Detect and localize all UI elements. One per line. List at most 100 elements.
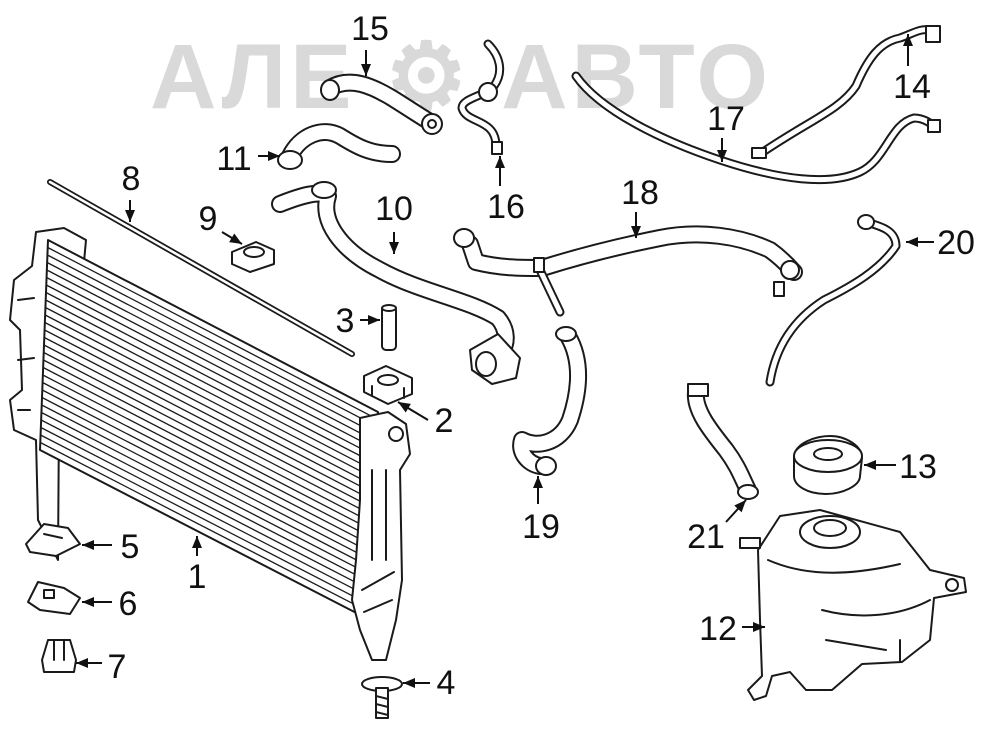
callout-17-number: 17: [707, 100, 745, 138]
radiator-fin: [43, 359, 374, 532]
callout-19-number: 19: [522, 508, 560, 546]
callout-13: 13: [864, 448, 937, 486]
part-16-hose: [457, 39, 505, 155]
part-4-screw: [361, 676, 403, 719]
callout-8-number: 8: [122, 160, 141, 198]
callout-17-arrowhead: [717, 150, 727, 162]
callout-11-arrowhead: [268, 151, 280, 161]
callout-1-number: 1: [188, 558, 207, 596]
radiator-fin: [43, 351, 375, 525]
callout-10-arrowhead: [389, 242, 399, 254]
callout-6-number: 6: [119, 585, 138, 623]
callout-4-arrowhead: [403, 678, 415, 688]
callout-11: 11: [216, 140, 280, 178]
part-14-vent-line: [751, 25, 941, 159]
callout-18-arrowhead: [631, 226, 641, 238]
part-7-bracket-clip: [41, 639, 77, 673]
callout-7: 7: [76, 648, 126, 686]
part-9-rubber-mount: [231, 241, 275, 273]
radiator-fins: [39, 246, 379, 614]
callout-18-number: 18: [621, 174, 659, 212]
callout-14: 14: [893, 34, 931, 106]
callout-12: 12: [699, 610, 765, 648]
callout-20: 20: [906, 224, 975, 262]
callout-10: 10: [375, 190, 413, 254]
radiator-fin: [41, 411, 372, 584]
callout-16-number: 16: [487, 188, 525, 226]
callout-8-arrowhead: [125, 210, 135, 222]
radiator-fin: [41, 404, 373, 577]
part-8-rubber-strip: [47, 179, 355, 357]
radiator-fin: [41, 389, 373, 562]
part-3-pin: [381, 304, 397, 351]
part-13-cap: [793, 435, 863, 495]
callout-5: 5: [82, 528, 139, 566]
callout-9: 9: [199, 200, 243, 245]
callout-2: 2: [397, 401, 454, 440]
callout-3: 3: [336, 302, 380, 340]
radiator-fin: [45, 306, 376, 480]
callout-19: 19: [522, 476, 560, 546]
part-19-hose: [512, 326, 587, 476]
callout-18: 18: [621, 174, 659, 238]
radiator-fin: [46, 269, 378, 443]
radiator-fin: [40, 419, 372, 591]
callout-11-number: 11: [216, 140, 251, 178]
part-6-clip: [27, 581, 81, 615]
radiator-fin: [46, 276, 377, 450]
callout-2-number: 2: [435, 402, 454, 440]
callout-9-arrowhead: [229, 233, 242, 244]
callout-7-arrowhead: [76, 658, 88, 668]
callout-7-number: 7: [108, 648, 127, 686]
callout-3-arrowhead: [368, 315, 380, 325]
radiator-fin: [42, 366, 374, 539]
radiator-fin: [40, 426, 372, 599]
part-20-pipe: [765, 214, 901, 387]
part-5-clip-plate: [25, 523, 81, 557]
callout-14-number: 14: [893, 68, 931, 106]
callout-12-arrowhead: [753, 622, 765, 632]
callout-13-arrowhead: [864, 460, 876, 470]
callout-6-arrowhead: [82, 597, 94, 607]
callout-16-arrowhead: [495, 156, 505, 168]
part-18-hose: [453, 225, 803, 317]
callout-1-arrowhead: [192, 536, 202, 548]
radiator-fin: [45, 284, 377, 458]
callout-17: 17: [707, 100, 745, 162]
callout-9-number: 9: [199, 200, 218, 238]
radiator-fin: [42, 381, 373, 554]
callout-19-arrowhead: [533, 476, 543, 488]
part-1-radiator: [9, 227, 411, 661]
callout-6: 6: [82, 585, 137, 623]
callout-13-number: 13: [899, 448, 937, 486]
callout-15-arrowhead: [361, 64, 371, 76]
callout-1: 1: [188, 536, 207, 596]
radiator-fin: [39, 441, 371, 614]
radiator-fin: [43, 344, 375, 517]
callout-15: 15: [351, 10, 389, 76]
callout-16: 16: [487, 156, 525, 226]
callout-14-arrowhead: [903, 34, 913, 46]
callout-10-number: 10: [375, 190, 413, 228]
radiator-fin: [44, 321, 376, 495]
radiator-fin: [40, 434, 371, 606]
callout-5-arrowhead: [82, 540, 94, 550]
radiator-fin: [45, 291, 377, 465]
radiator-fin: [44, 314, 376, 487]
radiator-fin: [47, 254, 378, 428]
callout-12-number: 12: [699, 610, 737, 648]
part-21-hose: [686, 383, 759, 500]
part-10-radiator-hose: [271, 181, 521, 385]
radiator-fin: [45, 299, 377, 473]
callout-15-number: 15: [351, 10, 389, 48]
radiator-fin: [43, 336, 375, 510]
callout-8: 8: [122, 160, 141, 222]
radiator-fin: [42, 374, 374, 547]
callout-20-number: 20: [937, 224, 975, 262]
part-17-vent-pipe: [571, 71, 941, 185]
callout-5-number: 5: [121, 528, 140, 566]
radiator-fin: [47, 246, 379, 421]
radiator-fin: [41, 396, 373, 569]
